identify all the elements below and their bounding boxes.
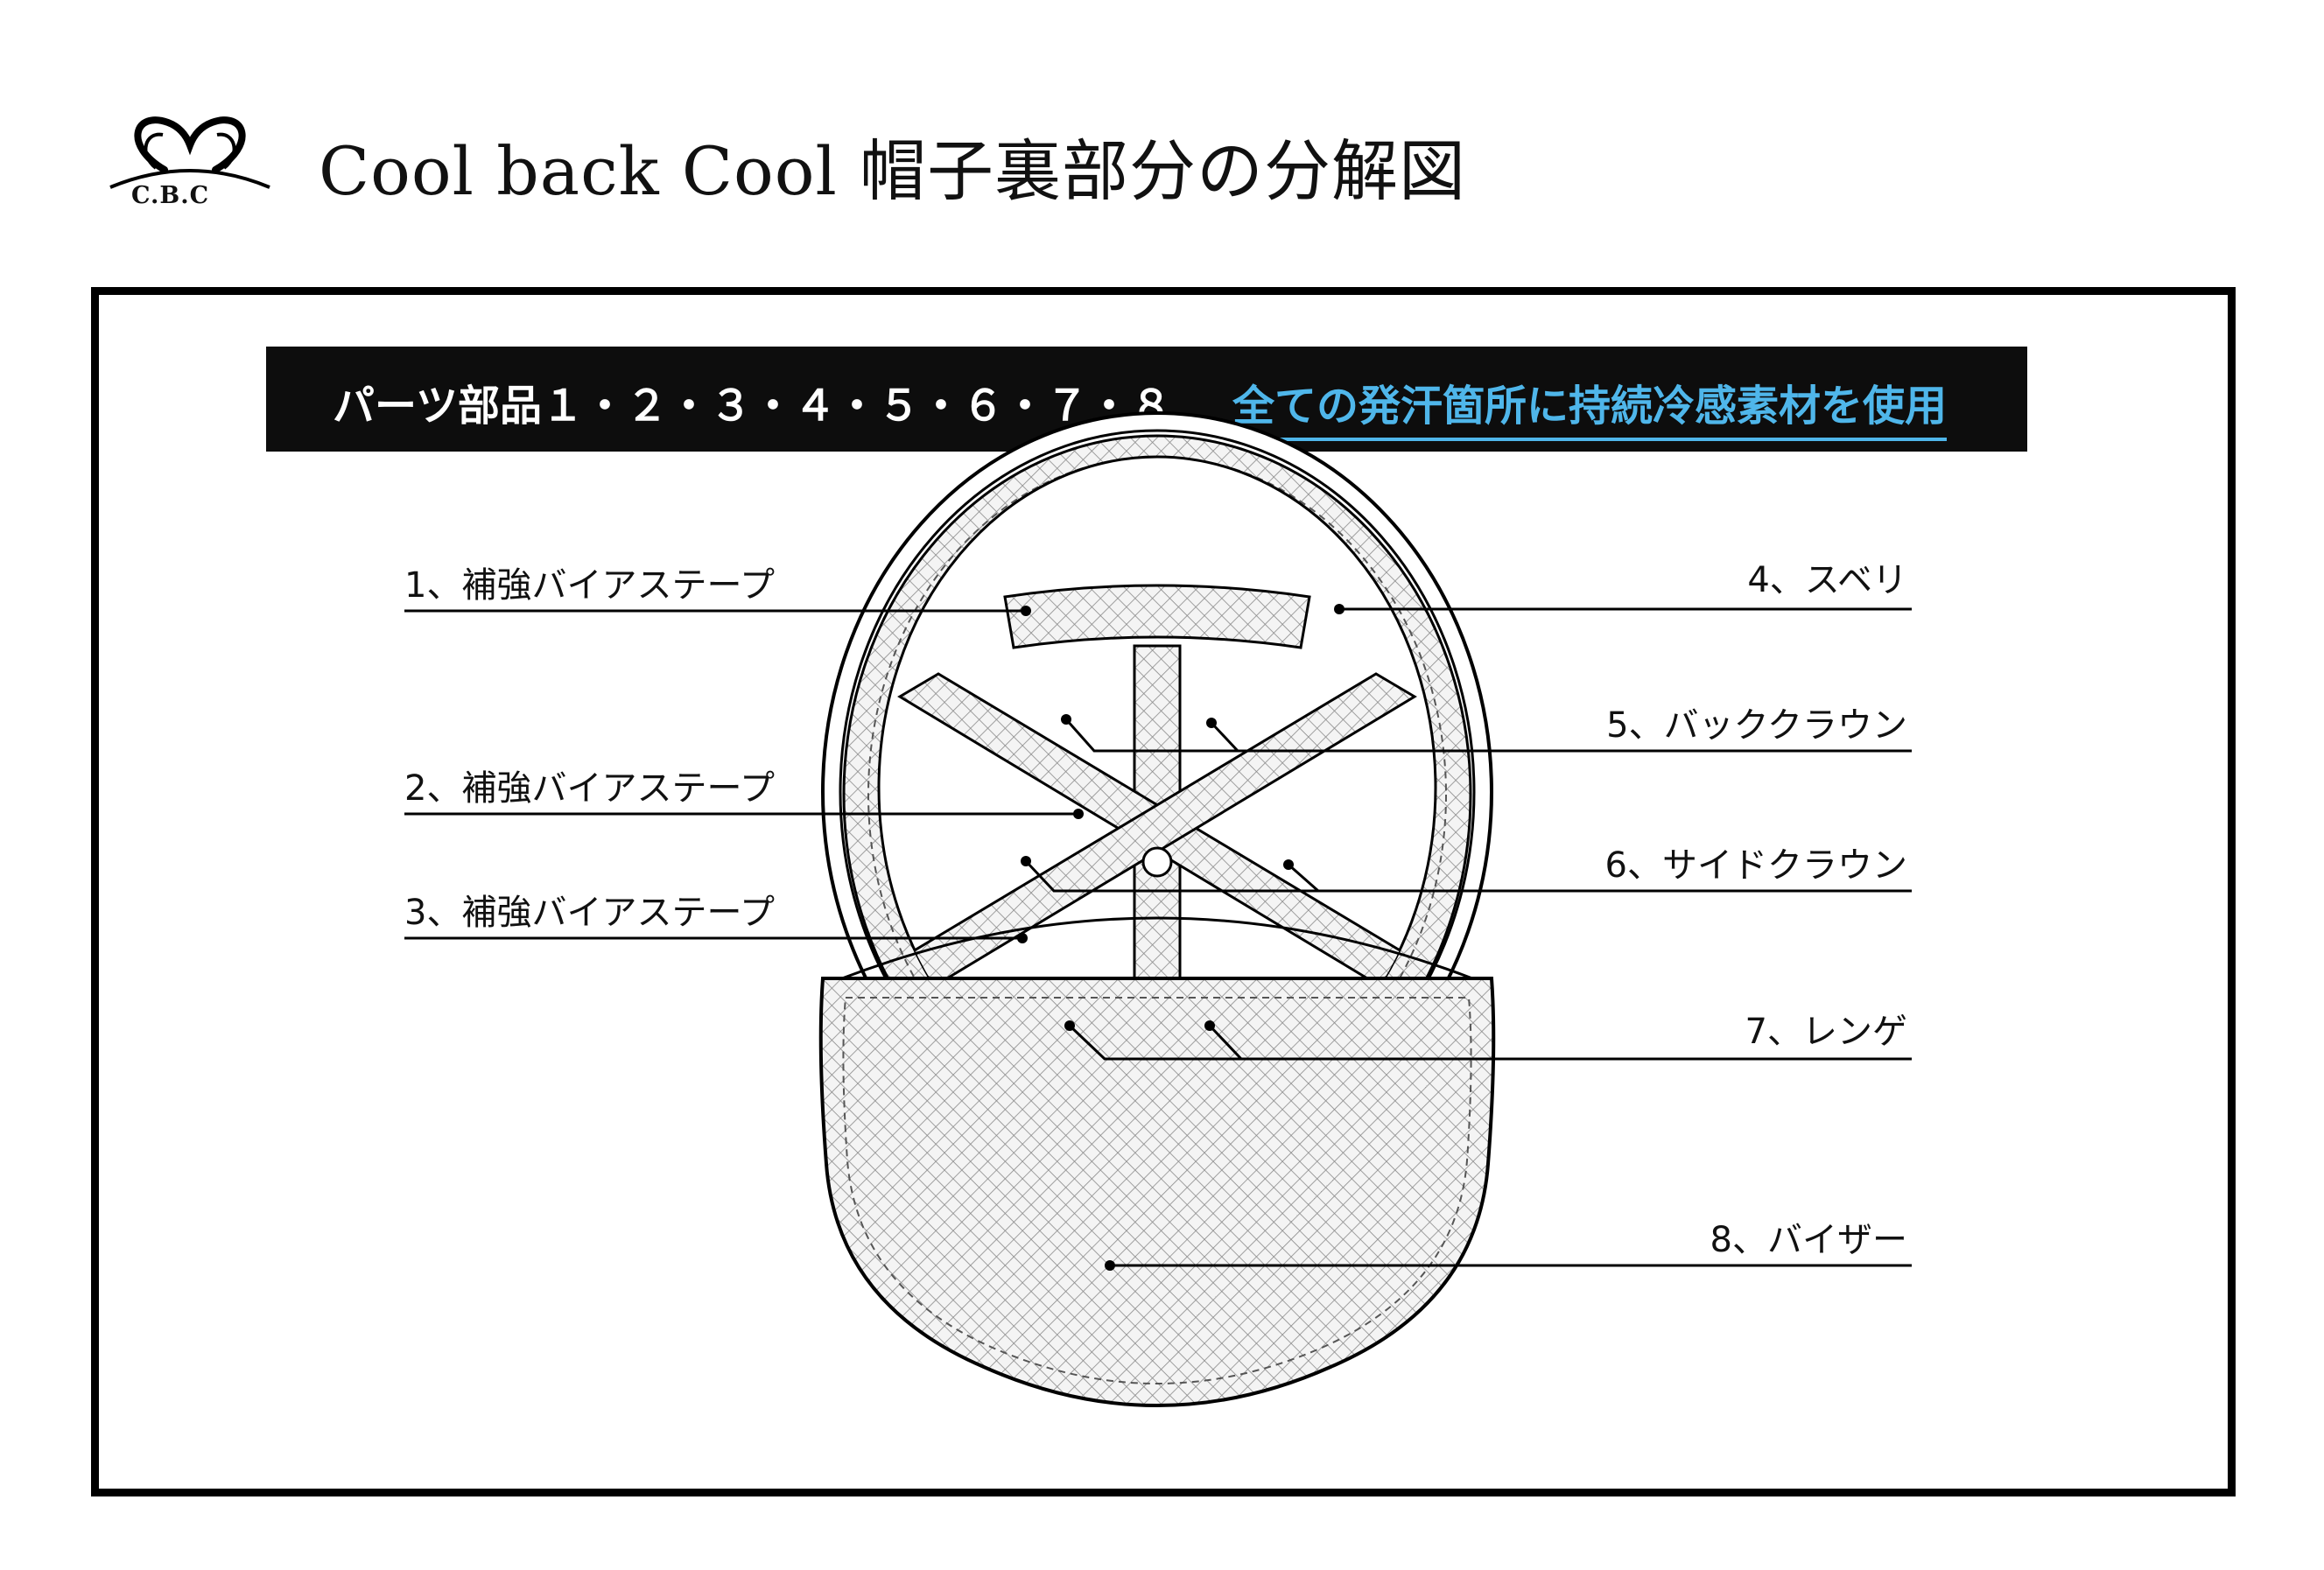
- banner-cooling-note: 全ての発汗箇所に持続冷感素材を使用: [1232, 371, 1948, 441]
- part-label-8: 8、バイザー: [1710, 1220, 1907, 1260]
- leader-dots: [1017, 604, 1345, 1271]
- cbc-logo-icon: [109, 116, 270, 189]
- part-label-7: 7、レンゲ: [1745, 1012, 1907, 1052]
- crown-button: [1141, 846, 1173, 878]
- part-label-3: 3、補強バイアステープ: [404, 893, 776, 933]
- diagram-frame: [91, 287, 2236, 1496]
- banner-parts-text: パーツ部品１・２・３・４・５・６・７・８: [333, 382, 1173, 431]
- back-binding-tape: [1003, 584, 1311, 649]
- page-title: Cool back Cool 帽子裏部分の分解図: [319, 132, 1466, 210]
- logo-text: C.B.C: [131, 182, 210, 209]
- leader-lines: [404, 607, 1912, 1267]
- visor: [818, 916, 1496, 1407]
- part-label-1: 1、補強バイアステープ: [404, 565, 776, 606]
- part-label-4: 4、スベリ: [1747, 560, 1907, 600]
- part-label-2: 2、補強バイアステープ: [404, 768, 776, 809]
- part-label-6: 6、サイドクラウン: [1604, 845, 1907, 886]
- part-label-5: 5、バッククラウン: [1606, 705, 1907, 746]
